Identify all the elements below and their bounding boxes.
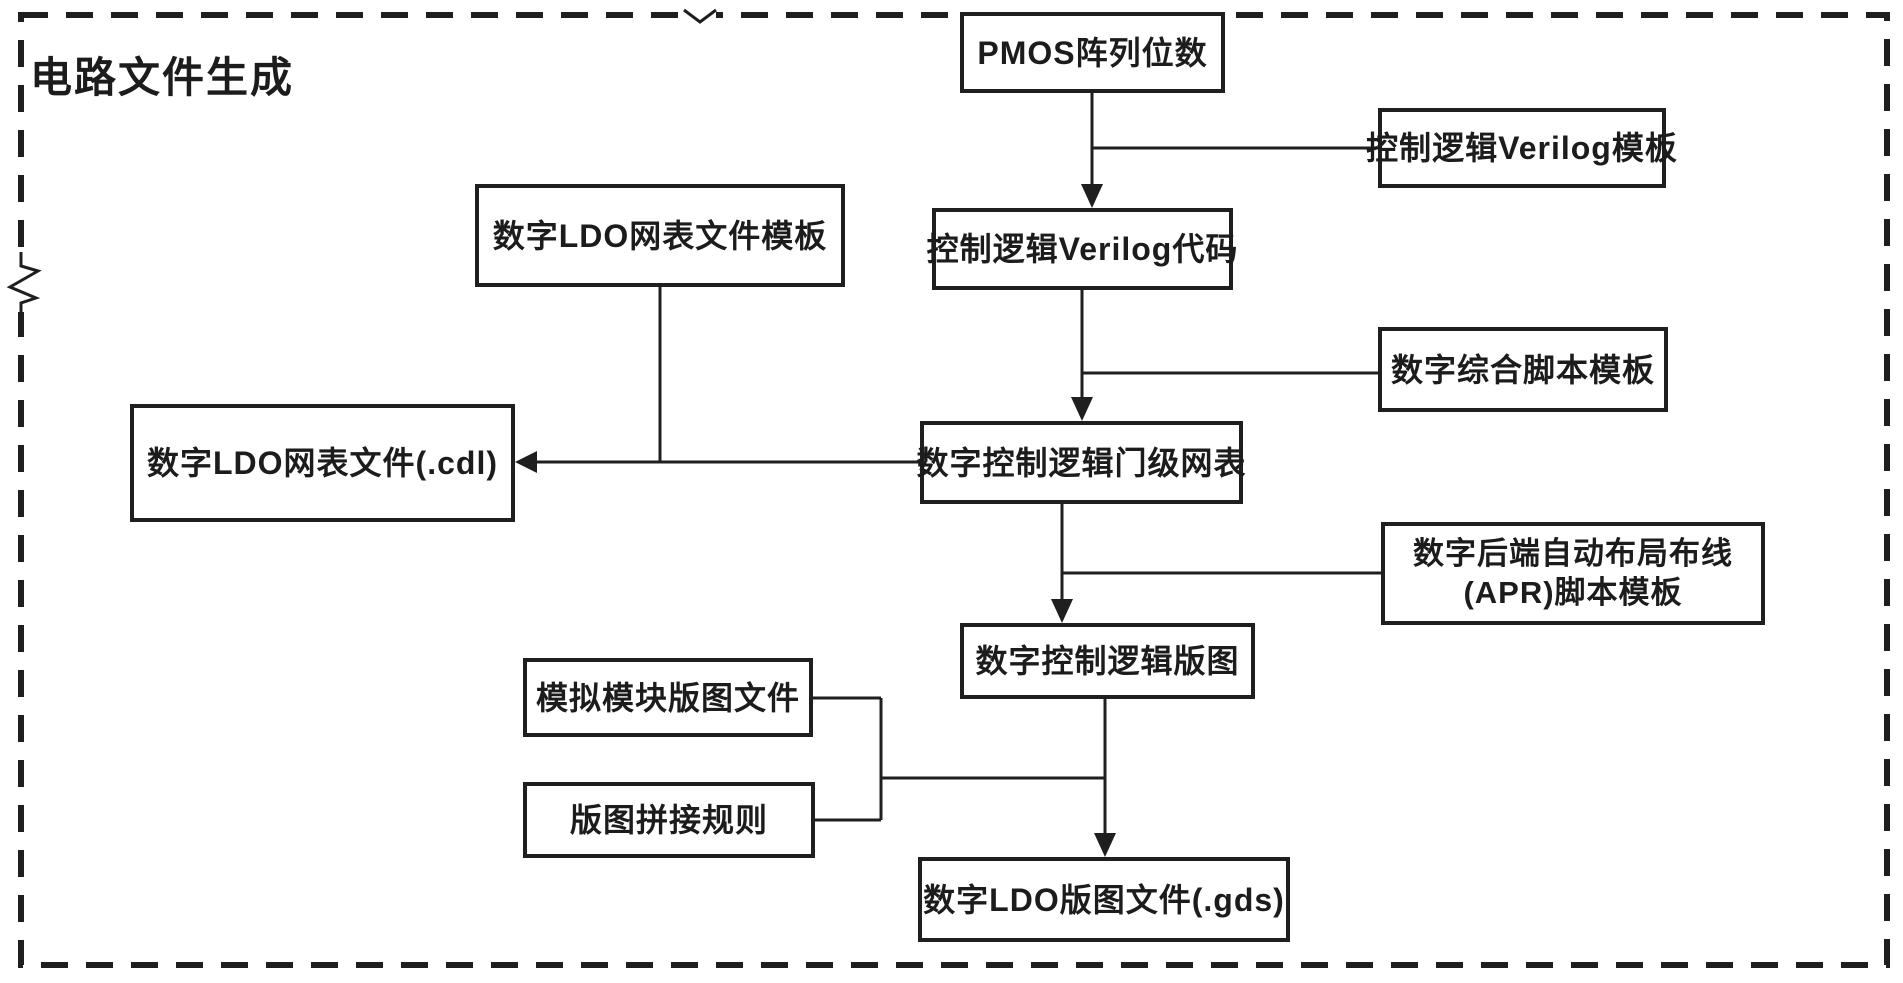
- top-border-break-icon: [683, 8, 717, 24]
- arrowhead-gds-file: [1094, 833, 1116, 857]
- node-ldo-layout-file-gds: 数字LDO版图文件(.gds): [918, 857, 1290, 942]
- node-apr-script-template: 数字后端自动布局布线 (APR)脚本模板: [1381, 522, 1765, 625]
- left-break-mask: [10, 256, 32, 312]
- arrowhead-gate-netlist: [1071, 397, 1093, 421]
- node-layout-stitch-rules: 版图拼接规则: [523, 782, 815, 858]
- node-control-logic-verilog-template: 控制逻辑Verilog模板: [1366, 108, 1677, 188]
- node-analog-module-layout-file: 模拟模块版图文件: [523, 658, 813, 737]
- node-label: 控制逻辑Verilog模板: [1366, 130, 1678, 166]
- node-digital-control-layout: 数字控制逻辑版图: [960, 623, 1255, 699]
- node-digital-control-gate-netlist: 数字控制逻辑门级网表: [917, 421, 1246, 504]
- figure-title: 电路文件生成: [30, 54, 295, 101]
- arrowhead-cdl-file: [515, 451, 537, 473]
- node-pmos-array-bits: PMOS阵列位数: [960, 12, 1225, 93]
- node-control-logic-verilog-code: 控制逻辑Verilog代码: [927, 208, 1237, 290]
- node-synthesis-script-template: 数字综合脚本模板: [1378, 327, 1668, 412]
- arrowhead-digital-layout: [1051, 599, 1073, 623]
- node-label: 数字控制逻辑版图: [975, 643, 1240, 679]
- node-label: 数字控制逻辑门级网表: [916, 444, 1247, 481]
- node-label: 版图拼接规则: [569, 802, 768, 838]
- node-label: 控制逻辑Verilog代码: [926, 231, 1239, 267]
- node-label: 模拟模块版图文件: [535, 679, 800, 716]
- node-label-line1: 数字后端自动布局布线: [1413, 535, 1733, 571]
- node-label: 数字综合脚本模板: [1390, 351, 1655, 388]
- dashed-boundary: [18, 12, 1890, 968]
- node-ldo-netlist-template: 数字LDO网表文件模板: [475, 184, 845, 287]
- left-border-break-icon: [6, 252, 42, 318]
- node-label: 数字LDO网表文件模板: [492, 217, 828, 254]
- node-label-line2: (APR)脚本模板: [1463, 574, 1683, 610]
- node-label: 数字LDO网表文件(.cdl): [147, 445, 498, 481]
- arrowhead-verilog-code: [1081, 184, 1103, 208]
- node-ldo-netlist-file-cdl: 数字LDO网表文件(.cdl): [130, 404, 515, 522]
- node-label: PMOS阵列位数: [977, 34, 1208, 71]
- node-label: 数字LDO版图文件(.gds): [923, 881, 1285, 918]
